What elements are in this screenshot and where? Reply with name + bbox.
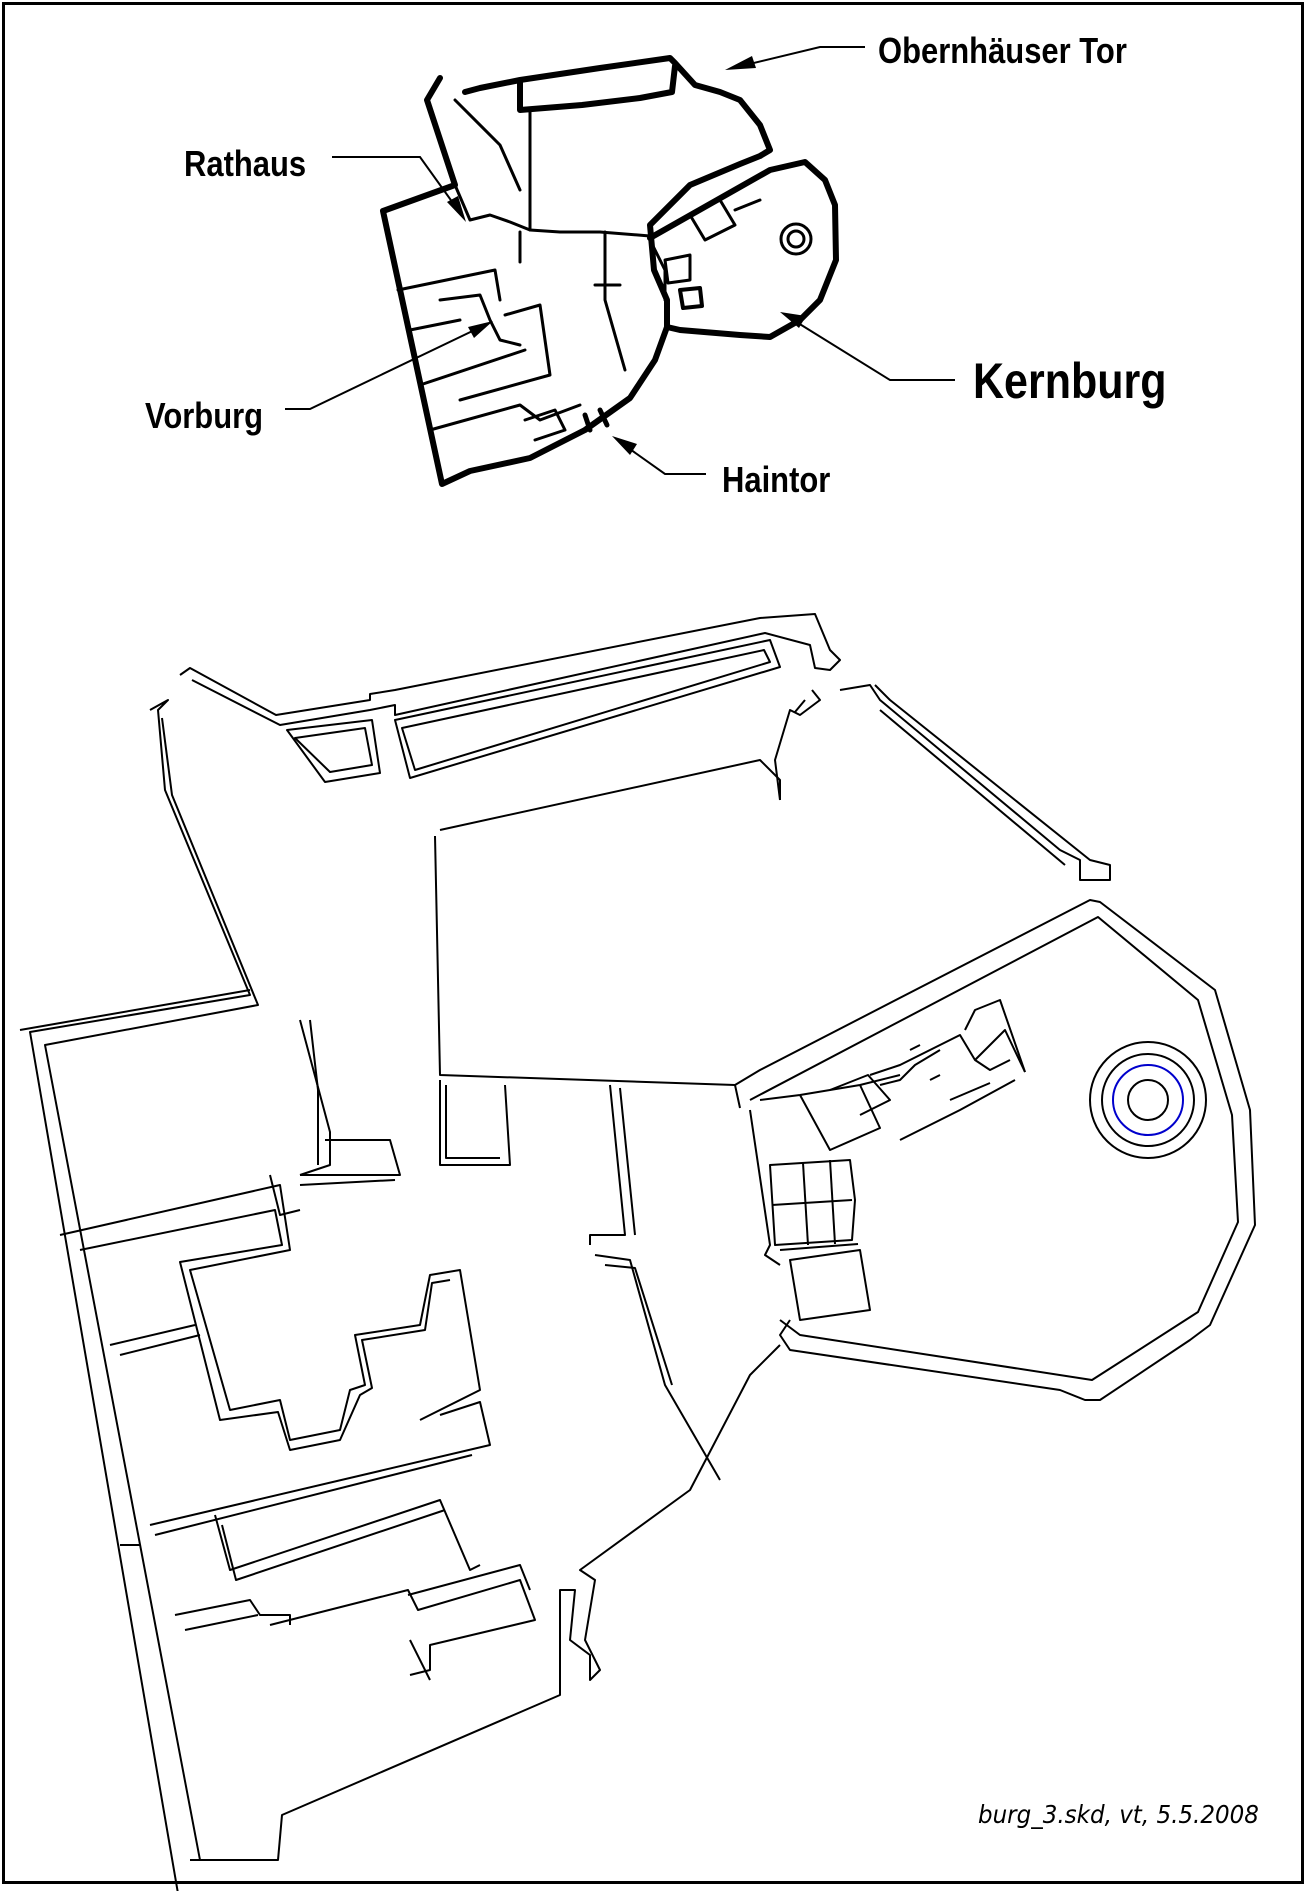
label-kernburg: Kernburg bbox=[973, 353, 1167, 409]
overview-plan bbox=[285, 46, 955, 487]
drawing-file-stamp: burg_3.skd, vt, 5.5.2008 bbox=[978, 1800, 1259, 1829]
arrow-obernhaeuser-tor bbox=[725, 56, 756, 70]
arrow-kernburg bbox=[780, 312, 806, 328]
detail-north-wall bbox=[179, 613, 841, 726]
label-obernhaeuser-tor: Obernhäuser Tor bbox=[878, 30, 1127, 71]
detail-outer-wall bbox=[29, 699, 781, 1891]
leader-rathaus bbox=[332, 156, 459, 211]
detail-kernburg-wall bbox=[734, 899, 1256, 1401]
overview-outer-wall bbox=[380, 55, 773, 487]
arrow-haintor bbox=[612, 436, 637, 455]
leader-kernburg bbox=[789, 317, 955, 381]
label-rathaus: Rathaus bbox=[184, 143, 307, 184]
leader-obernhaeuser-tor bbox=[732, 46, 865, 69]
leader-vorburg bbox=[285, 324, 486, 410]
detail-well-inner bbox=[1112, 1064, 1184, 1136]
overview-well bbox=[779, 222, 813, 256]
arrow-vorburg bbox=[468, 321, 493, 338]
leader-haintor bbox=[619, 441, 706, 475]
label-vorburg: Vorburg bbox=[145, 395, 264, 436]
detail-well-outer bbox=[1089, 1041, 1207, 1159]
arrow-rathaus bbox=[447, 196, 466, 222]
overview-north-wall bbox=[517, 63, 678, 113]
label-haintor: Haintor bbox=[722, 459, 831, 500]
overview-kernburg-wall bbox=[647, 159, 839, 340]
